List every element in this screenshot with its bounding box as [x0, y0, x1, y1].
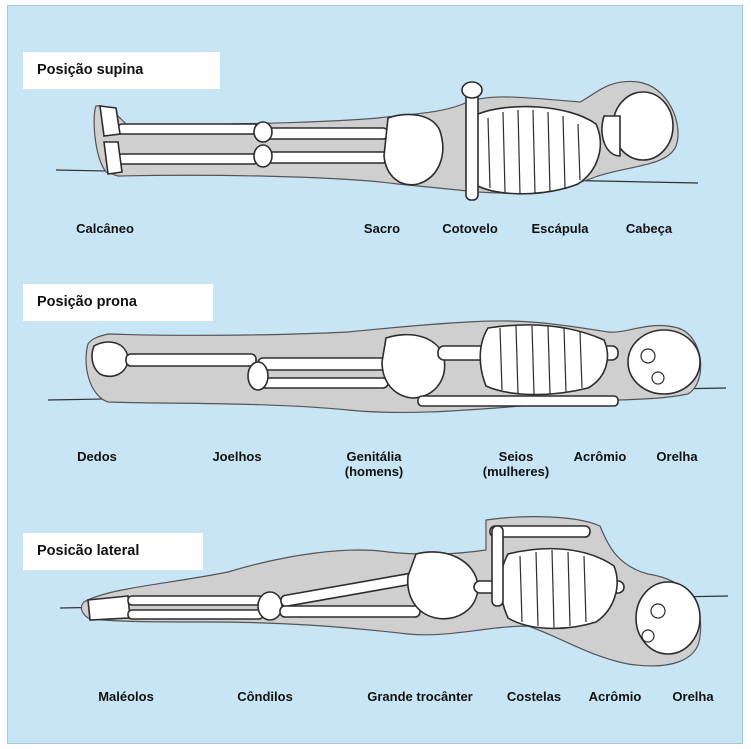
knee-joint	[258, 592, 282, 620]
skull	[628, 330, 700, 394]
ribcage	[501, 549, 618, 629]
supine-body-illustration	[8, 66, 744, 206]
label-genitalia-line2: (homens)	[345, 464, 404, 479]
foot-bones	[88, 596, 130, 620]
pelvis-bone	[384, 114, 443, 184]
label-sacro: Sacro	[364, 221, 400, 236]
label-joelhos: Joelhos	[212, 449, 261, 464]
pelvis-bone	[382, 335, 445, 398]
knee-joint	[254, 122, 272, 142]
skull	[636, 582, 700, 654]
label-orelha-lateral: Orelha	[672, 689, 713, 704]
foot-bones	[104, 142, 122, 174]
ribcage	[480, 325, 607, 395]
knee-joint	[254, 145, 272, 167]
label-genitalia-line1: Genitália	[345, 449, 404, 464]
arm-bone	[466, 90, 478, 200]
label-seios-line1: Seios	[483, 449, 549, 464]
label-genitalia: Genitália (homens)	[345, 449, 404, 479]
label-cotovelo: Cotovelo	[442, 221, 498, 236]
label-orelha-prone: Orelha	[656, 449, 697, 464]
label-seios: Seios (mulheres)	[483, 449, 549, 479]
tibia-bone	[118, 154, 258, 164]
label-calcaneo: Calcâneo	[76, 221, 134, 236]
tibia-bone	[128, 610, 263, 619]
knee-joint	[248, 362, 268, 390]
label-acromio-lateral: Acrômio	[589, 689, 642, 704]
label-costelas: Costelas	[507, 689, 561, 704]
skull	[613, 92, 673, 160]
foot-bones	[100, 106, 120, 136]
femur-bone	[258, 358, 388, 370]
lateral-body-illustration	[8, 511, 744, 681]
tibia-bone	[118, 124, 258, 134]
tibia-bone	[128, 596, 263, 605]
label-cabeca: Cabeça	[626, 221, 672, 236]
label-condilos: Côndilos	[237, 689, 293, 704]
label-escapula: Escápula	[531, 221, 588, 236]
femur-bone	[263, 128, 388, 139]
label-seios-line2: (mulheres)	[483, 464, 549, 479]
label-maleolos: Maléolos	[98, 689, 154, 704]
label-acromio-prone: Acrômio	[574, 449, 627, 464]
femur-bone	[280, 606, 420, 617]
femur-bone	[263, 152, 388, 163]
prone-body-illustration	[8, 306, 744, 436]
label-dedos: Dedos	[77, 449, 117, 464]
label-grande-trocanter: Grande trocânter	[367, 689, 472, 704]
arm-bone	[492, 526, 503, 606]
arm-bone	[490, 526, 590, 537]
femur-bone	[258, 378, 388, 388]
figure-panel: Posição supina C	[7, 5, 743, 744]
arm-bone	[418, 396, 618, 406]
foot-bones	[92, 342, 128, 376]
hand-bones	[462, 82, 482, 98]
tibia-bone	[126, 354, 256, 366]
